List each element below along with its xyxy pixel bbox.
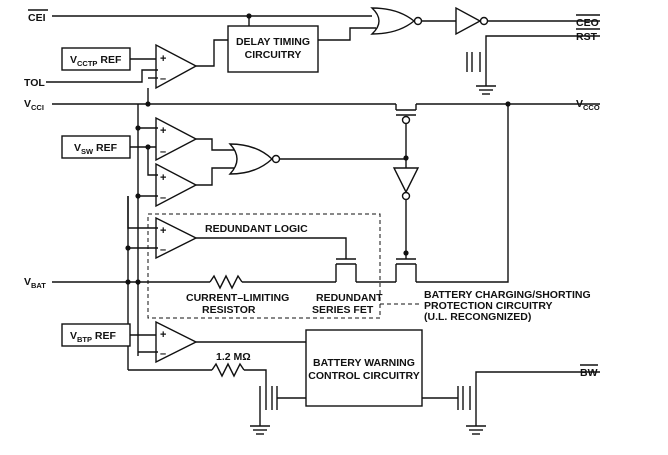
vsw-section: VSW REF + – + – xyxy=(61,116,406,208)
vbtp-ref-label: VBTP REF xyxy=(70,330,117,344)
redundant-logic-boundary xyxy=(147,213,381,319)
pin-vcco-label: VCCO xyxy=(576,98,600,112)
comparator-vsw-1-plus: + xyxy=(160,125,166,137)
comparator-vbtp xyxy=(155,320,198,364)
comparator-vcctp-minus: – xyxy=(160,73,166,85)
comparator-vsw-2-minus: – xyxy=(160,192,166,204)
comp2-to-nor-wire xyxy=(196,138,234,151)
delay-timing-label-1: DELAY TIMING xyxy=(236,36,310,48)
inverter-vbat xyxy=(392,167,420,194)
pass-fet-gate-bubble xyxy=(401,115,411,125)
comparator-vbtp-plus: + xyxy=(160,329,166,341)
redundant-to-fet-wire xyxy=(196,237,347,259)
protection-label-3: (U.L. RECONGNIZED) xyxy=(424,311,531,323)
nor-gate-top xyxy=(370,7,416,35)
comparator-vsw-1 xyxy=(155,116,198,162)
protection-label-2: PROTECTION CIRCUITRY xyxy=(424,300,553,312)
comparator-redundant xyxy=(155,216,198,260)
vcctp-ref-label: VCCTP REF xyxy=(70,54,122,68)
inverter-ceo xyxy=(455,6,482,36)
vcci-junction-3 xyxy=(135,193,141,199)
battery-warning-section: VBTP REF + – BATTERY WARNING CONTROL CIR… xyxy=(61,320,600,435)
vcctp-to-delay-wire xyxy=(196,39,228,67)
redundant-fet-label-2: SERIES FET xyxy=(312,304,374,316)
comparator-vbtp-minus: – xyxy=(160,348,166,360)
comp3-plus-wire xyxy=(147,147,158,176)
pin-bw-label: BW xyxy=(580,367,598,379)
inv-junction xyxy=(403,250,409,256)
redundant-fet-label-1: REDUNDANT xyxy=(316,292,383,304)
resistor-to-fet-wire xyxy=(244,369,267,386)
vsw-ref-label: VSW REF xyxy=(74,142,118,156)
pin-ceo-label: CEO xyxy=(576,17,599,29)
redundant-section: + – REDUNDANT LOGIC CURRENT–LIMITING RES… xyxy=(125,196,591,323)
inverter-ceo-bubble xyxy=(479,16,489,26)
comp3-to-nor-wire xyxy=(196,167,234,186)
current-limiting-label-1: CURRENT–LIMITING xyxy=(186,292,289,304)
pin-tol-label: TOL xyxy=(24,77,45,89)
comparator-vsw-2-plus: + xyxy=(160,172,166,184)
tol-wire xyxy=(46,69,158,83)
rst-section: RST xyxy=(466,28,600,95)
pin-cei-label: CEI xyxy=(28,12,46,24)
nor-gate-switch-bubble xyxy=(271,154,281,164)
cei-section: CEI DELAY TIMING CIRCUITRY CEO xyxy=(28,6,600,73)
rst-wire xyxy=(485,35,600,52)
nor-gate-top-bubble xyxy=(413,16,423,26)
resistor-1-2m xyxy=(211,362,245,378)
bw-output-wire xyxy=(475,371,600,386)
inverter-vbat-bubble xyxy=(401,191,411,201)
pin-vbat-label: VBAT xyxy=(24,276,46,290)
comparator-redundant-minus: – xyxy=(160,244,166,256)
comparator-vsw-1-minus: – xyxy=(160,146,166,158)
nor2-output-junction xyxy=(403,155,409,161)
redundant-logic-label: REDUNDANT LOGIC xyxy=(205,223,308,235)
nor-gate-switch xyxy=(228,143,274,175)
battery-switch xyxy=(392,104,509,283)
pin-rst-label: RST xyxy=(576,31,598,43)
vsw-junction xyxy=(145,144,151,150)
delay-timing-label-2: CIRCUITRY xyxy=(245,49,302,61)
vcci-junction-2 xyxy=(135,125,141,131)
vcctp-section: VCCTP REF + – TOL xyxy=(24,39,228,107)
cei-junction xyxy=(246,13,252,19)
pin-vcci-label: VCCI xyxy=(24,98,44,112)
delay-to-nor-wire xyxy=(318,27,376,41)
protection-label-1: BATTERY CHARGING/SHORTING xyxy=(424,289,591,301)
comparator-vcctp-plus: + xyxy=(160,53,166,65)
vcci-rail: VCCI VCCO xyxy=(24,98,600,285)
battery-warning-label-2: CONTROL CIRCUITRY xyxy=(308,370,419,382)
redundant-plus-wire xyxy=(127,196,158,229)
resistor-value-label: 1.2 MΩ xyxy=(216,351,251,363)
battery-warning-block xyxy=(305,329,423,407)
delay-timing-block xyxy=(227,25,319,73)
current-limiting-label-2: RESISTOR xyxy=(202,304,256,316)
comparator-vcctp xyxy=(155,43,198,90)
battery-warning-label-1: BATTERY WARNING xyxy=(313,357,415,369)
vbat-to-vcco-wire xyxy=(416,104,509,283)
comparator-vsw-2 xyxy=(155,162,198,208)
current-limiting-resistor xyxy=(209,274,243,290)
comparator-redundant-plus: + xyxy=(160,225,166,237)
